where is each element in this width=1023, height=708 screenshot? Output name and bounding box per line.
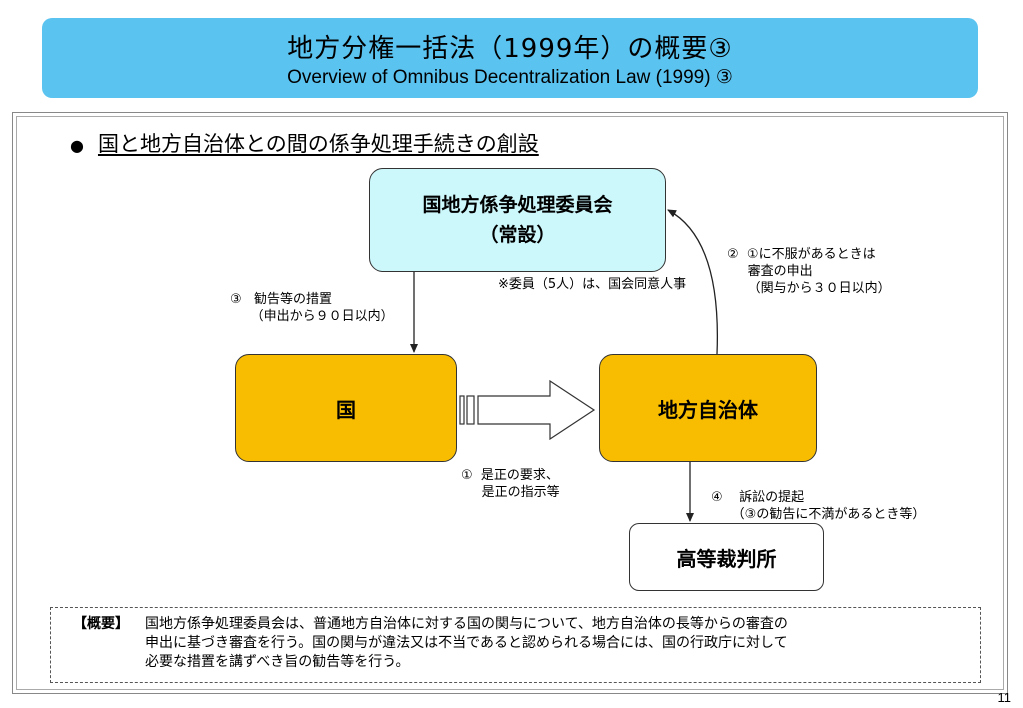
headline-text: 国と地方自治体との間の係争処理手続きの創設 (97, 132, 539, 156)
committee-name: 国地方係争処理委員会 (422, 194, 613, 216)
committee-members-note: ※委員（5人）は、国会同意人事 (498, 277, 687, 292)
committee-node: 国地方係争処理委員会 （常設） (369, 168, 666, 272)
summary-text: 国地方係争処理委員会は、普通地方自治体に対する国の関与について、地方自治体の長等… (145, 616, 788, 670)
step2-note: ② ①に不服があるときは 審査の申出 （関与から３０日以内） (727, 247, 891, 296)
summary-box: 【概要】 国地方係争処理委員会は、普通地方自治体に対する国の関与について、地方自… (50, 607, 981, 683)
title-japanese: 地方分権一括法（1999年）の概要③ (287, 34, 733, 64)
content-frame (12, 112, 1008, 694)
summary-label: 【概要】 (73, 616, 129, 632)
high-court-label: 高等裁判所 (676, 546, 777, 571)
block-arrow-state-to-local (459, 379, 596, 441)
local-government-node: 地方自治体 (599, 354, 817, 462)
local-government-label: 地方自治体 (658, 397, 758, 422)
section-headline: ● 国と地方自治体との間の係争処理手続きの創設 (70, 128, 539, 158)
title-banner: 地方分権一括法（1999年）の概要③ Overview of Omnibus D… (42, 18, 978, 98)
bullet-icon: ● (70, 135, 84, 155)
step3-note: ③ 勧告等の措置 （申出から９０日以内） (230, 292, 394, 324)
step4-note: ④ 訴訟の提起 （③の勧告に不満があるとき等） (711, 490, 926, 522)
arrow-local-to-committee (667, 209, 719, 355)
title-english: Overview of Omnibus Decentralization Law… (287, 67, 733, 88)
committee-standing: （常設） (479, 224, 556, 246)
step1-note: ① 是正の要求、 是正の指示等 (461, 468, 560, 500)
state-label: 国 (336, 397, 356, 422)
page-number: 11 (997, 690, 1012, 705)
high-court-node: 高等裁判所 (629, 523, 824, 591)
state-node: 国 (235, 354, 457, 462)
